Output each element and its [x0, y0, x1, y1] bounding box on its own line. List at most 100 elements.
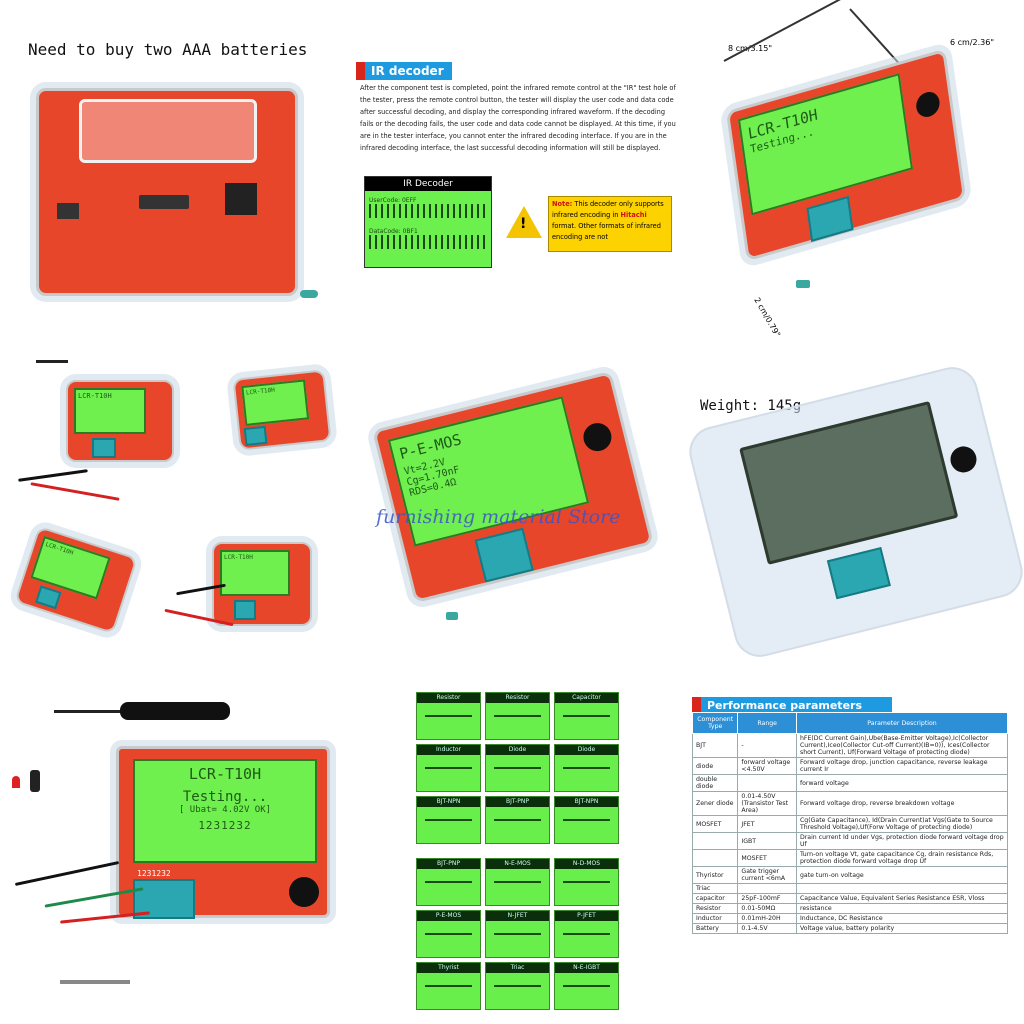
perf-cell: JFET: [737, 815, 797, 833]
component-symbol: [494, 933, 541, 935]
perf-cell: 25pF-100mF: [737, 893, 797, 904]
component-cell-label: N-JFET: [486, 911, 549, 921]
component-symbol: [425, 985, 472, 987]
rotary-knob: [580, 420, 615, 455]
perf-cell: capacitor: [691, 893, 739, 904]
ir-waveform-2: [369, 235, 487, 249]
perf-cell: Triac: [691, 883, 739, 894]
zif-socket: [826, 546, 891, 600]
component-cell: BJT-NPN: [416, 796, 481, 844]
perf-cell: Zener diode: [691, 791, 739, 816]
component-cell-label: Inductor: [417, 745, 480, 755]
component-symbol: [425, 715, 472, 717]
perf-cell: MOSFET: [737, 849, 797, 867]
kit-photo-1: LCR-T10H: [66, 380, 174, 462]
tile-weight: Weight: 145g: [684, 350, 1024, 680]
battery-caption: Need to buy two AAA batteries: [28, 40, 308, 59]
component-symbol: [494, 881, 541, 883]
perf-cell: [795, 883, 1009, 894]
component-cell: Thyrist: [416, 962, 481, 1010]
perf-cell: Resistor: [691, 903, 739, 914]
component-symbol: [425, 933, 472, 935]
component-cell-label: Thyrist: [417, 963, 480, 973]
perf-cell: Inductor: [691, 913, 739, 924]
dim-width: 8 cm/3.15": [728, 44, 773, 53]
perf-row: Triac: [691, 883, 1009, 894]
main-lcd: LCR-T10H Testing... [ Ubat= 4.02V OK] 12…: [133, 759, 317, 863]
perf-cell: Forward voltage drop, reverse breakdown …: [795, 791, 1009, 816]
component-cell-label: N-E-IGBT: [555, 963, 618, 973]
perf-cell: [737, 774, 797, 792]
perf-cell: Gate trigger current <6mA: [737, 866, 797, 884]
device-front: LCR-T10H Testing... [ Ubat= 4.02V OK] 12…: [116, 746, 330, 919]
kit-photo-4: LCR-T10H: [212, 542, 312, 626]
component-cell-label: BJT-NPN: [555, 797, 618, 807]
tile-kit-photos: LCR-T10H LCR-T10H LCR-T10H LCR-T10H: [0, 350, 340, 680]
ir-waveform-1: [369, 204, 487, 218]
probe-tips: [60, 980, 130, 984]
dim-depth: 6 cm/2.36": [950, 38, 995, 47]
probe-knob-2: [796, 280, 810, 288]
perf-cell: IGBT: [737, 832, 797, 850]
perf-cell: 0.1-4.5V: [737, 923, 797, 934]
perf-column-header: Component Type: [691, 712, 739, 734]
main-lcd-model: LCR-T10H: [188, 765, 262, 783]
component-symbol: [425, 819, 472, 821]
component-cell-label: Capacitor: [555, 693, 618, 703]
perf-cell: Drain current Id under Vgs, protection d…: [795, 832, 1009, 850]
screwdriver-small: [36, 360, 68, 363]
tile-ir-decoder: IR decoder After the component test is c…: [350, 0, 680, 340]
component-cell: Diode: [554, 744, 619, 792]
component-cell-label: BJT-PNP: [486, 797, 549, 807]
perf-cell: [737, 883, 797, 894]
kit-photo-3: LCR-T10H: [14, 525, 138, 635]
perf-cell: Thyristor: [691, 866, 739, 884]
component-cell-label: BJT-PNP: [417, 859, 480, 869]
dim-height: 2 cm/0.79": [752, 296, 783, 339]
component-cell-label: Diode: [555, 745, 618, 755]
main-lcd-status: Testing...: [182, 789, 268, 805]
component-cell-label: BJT-NPN: [417, 797, 480, 807]
component-cell: N-JFET: [485, 910, 550, 958]
perf-cell: Cg(Gate Capacitance), Id(Drain Current)a…: [795, 815, 1009, 833]
component-cell-label: Resistor: [417, 693, 480, 703]
component-cell-label: Diode: [486, 745, 549, 755]
component-cell: BJT-NPN: [554, 796, 619, 844]
component-cell: BJT-PNP: [416, 858, 481, 906]
ir-note-box: Note: This decoder only supports infrare…: [548, 196, 672, 252]
component-cell: Triac: [485, 962, 550, 1010]
perf-cell: diode: [691, 757, 739, 775]
component-cell: Inductor: [416, 744, 481, 792]
perf-cell: -: [737, 733, 797, 758]
perf-cell: 0.01-4.50V (Transistor Test Area): [737, 791, 797, 816]
perf-column-header: Range: [737, 712, 797, 734]
probe-knob: [300, 290, 318, 298]
component-symbol: [563, 819, 610, 821]
component-cell-label: N-E-MOS: [486, 859, 549, 869]
tile-battery-board: Need to buy two AAA batteries: [0, 0, 340, 340]
perf-cell: [691, 849, 739, 867]
screwdriver-handle: [120, 702, 230, 720]
tile-mosfet-reading: P-E-MOS Vt=2.2V Cg=1.70nF RDS=0.4Ω furni…: [350, 350, 680, 680]
component-cell-label: Resistor: [486, 693, 549, 703]
perf-cell: MOSFET: [691, 815, 739, 833]
component-cell: Resistor: [416, 692, 481, 740]
perf-cell: [691, 832, 739, 850]
component-symbol: [494, 715, 541, 717]
component-symbol: [425, 881, 472, 883]
component-cell: P-E-MOS: [416, 910, 481, 958]
perf-cell: 0.01-50MΩ: [737, 903, 797, 914]
component-cell-label: P-E-MOS: [417, 911, 480, 921]
ir-lcd-title: IR Decoder: [365, 177, 491, 191]
